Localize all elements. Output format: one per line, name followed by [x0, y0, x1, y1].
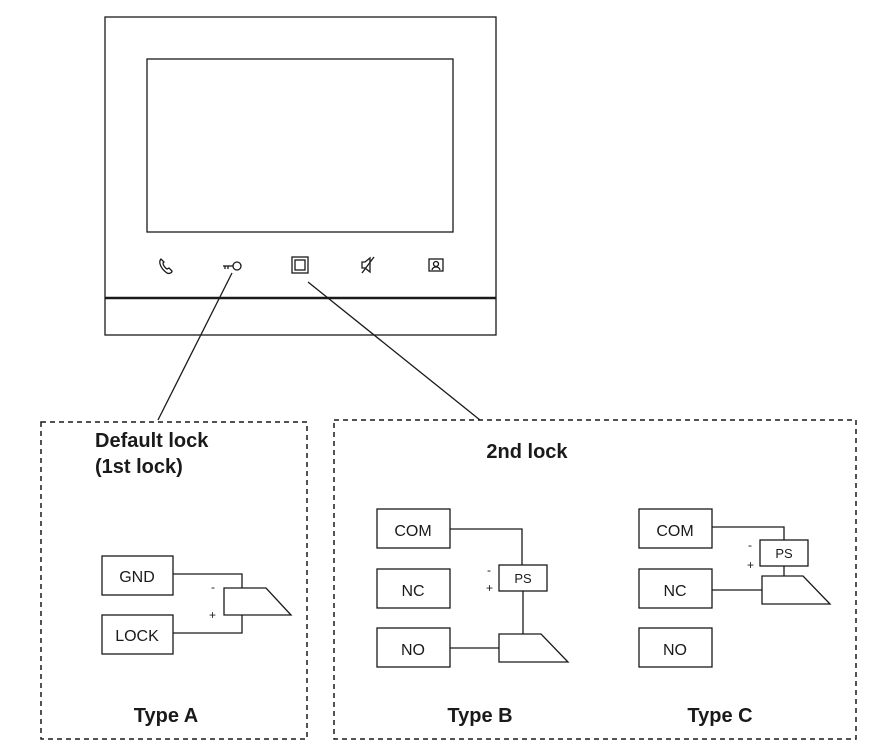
lock-device-c [761, 575, 832, 605]
lock-terminal [101, 614, 174, 655]
panel-a-title-line1: Default lock [95, 430, 209, 452]
type-b-label: Type B [447, 705, 512, 727]
ps-box-b [498, 564, 548, 592]
com-terminal-c [638, 508, 713, 549]
minus-label-c: - [748, 538, 752, 552]
lock-device-a [223, 587, 293, 616]
nc-terminal-b [376, 568, 451, 609]
ps-label-c: PS [775, 546, 793, 561]
phone-icon[interactable] [159, 258, 173, 275]
plus-label-c: + [747, 558, 754, 572]
lock-device-b [498, 633, 570, 663]
monitor-icon[interactable] [428, 258, 444, 272]
type-a-label: Type A [134, 705, 198, 727]
monitor-screen [146, 58, 454, 233]
plus-label-a: + [209, 608, 216, 622]
minus-label-a: - [211, 580, 215, 594]
ps-label-b: PS [514, 571, 532, 586]
nc-label-b: NC [401, 583, 424, 600]
panel-2nd-lock: 2nd lock COM NC NO PS - + Type B COM NC [333, 419, 857, 740]
no-label-c: NO [663, 642, 687, 659]
gnd-terminal [101, 555, 174, 596]
lock-label: LOCK [115, 628, 159, 645]
leader-line-default-lock [157, 272, 233, 421]
type-c-label: Type C [687, 705, 752, 727]
com-wire-c [712, 526, 785, 540]
panel-default-lock: Default lock (1st lock) GND LOCK - + Typ… [40, 421, 308, 740]
plus-label-b: + [486, 581, 493, 595]
no-terminal-b [376, 627, 451, 668]
nc-terminal-c [638, 568, 713, 609]
panel-bc-title: 2nd lock [486, 441, 568, 463]
panel-a-border [40, 421, 308, 740]
panel-bc-border [333, 419, 857, 740]
com-label-c: COM [656, 523, 693, 540]
com-wire-b [450, 528, 523, 565]
type-b-circuit: COM NC NO PS - + Type B [376, 508, 570, 727]
com-label-b: COM [394, 523, 431, 540]
leader-line-2nd-lock [307, 281, 481, 421]
no-label-b: NO [401, 642, 425, 659]
mute-icon[interactable] [361, 256, 375, 274]
minus-label-b: - [487, 563, 491, 577]
monitor-device [104, 16, 497, 421]
gnd-wire [173, 573, 243, 588]
lock-wire [173, 615, 243, 634]
panel-a-title-line2: (1st lock) [95, 456, 183, 478]
type-c-circuit: COM NC NO PS - + Type C [638, 508, 832, 727]
no-terminal-c [638, 627, 713, 668]
key-icon[interactable] [223, 261, 242, 271]
nc-label-c: NC [663, 583, 686, 600]
gnd-label: GND [119, 569, 155, 586]
square-icon[interactable] [291, 256, 309, 274]
ps-box-c [759, 539, 809, 567]
